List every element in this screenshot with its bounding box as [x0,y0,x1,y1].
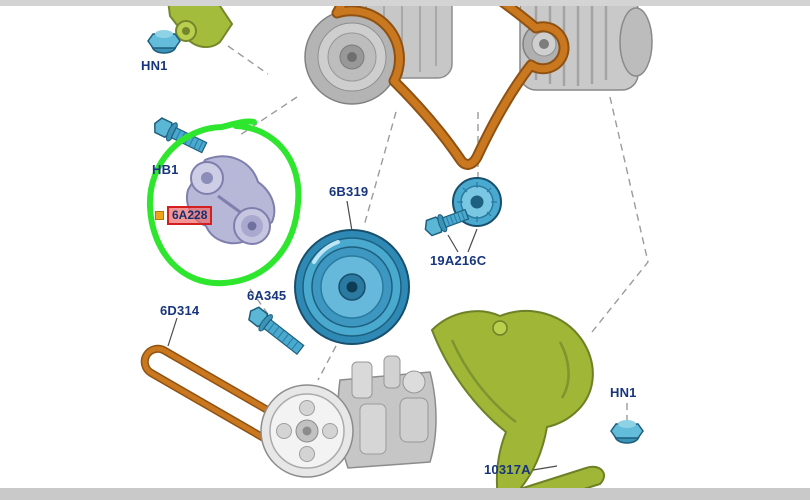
construction-lines [227,45,649,421]
label-6d314[interactable]: 6D314 [160,303,200,318]
label-19a216c[interactable]: 19A216C [430,253,487,268]
ac-compressor[interactable] [304,0,453,105]
label-hb1[interactable]: HB1 [152,162,179,177]
label-hn1-right[interactable]: HN1 [610,385,637,400]
bolt-6a345[interactable] [245,303,307,358]
mount-bracket[interactable] [166,0,234,49]
idler-bolt[interactable] [422,206,470,238]
tensioner-highlight-circle [146,118,302,287]
selected-part-marker-icon [155,211,164,220]
label-6a228[interactable]: 6A228 [167,206,213,225]
label-6a345[interactable]: 6A345 [247,288,287,303]
selected-part-callout[interactable]: 6A228 [155,206,213,225]
hb1-bolt[interactable] [150,115,208,157]
alternator[interactable] [519,0,653,91]
label-hn1-top[interactable]: HN1 [141,58,168,73]
label-6b319[interactable]: 6B319 [329,184,369,199]
page-edge-top [0,0,810,6]
hn1-nut-right[interactable] [610,420,644,444]
belt-tensioner[interactable] [186,155,276,245]
pump-assembly[interactable] [260,355,437,478]
pulley-6b319[interactable] [294,229,410,345]
label-10317a[interactable]: 10317A [484,462,531,477]
leader-lines [167,200,558,471]
cover-10317a[interactable] [430,309,605,500]
hn1-nut-top[interactable] [147,30,181,54]
idler-pulley-19a216c[interactable] [452,177,502,227]
page-edge-bottom [0,488,810,500]
serpentine-belt[interactable] [331,0,570,170]
